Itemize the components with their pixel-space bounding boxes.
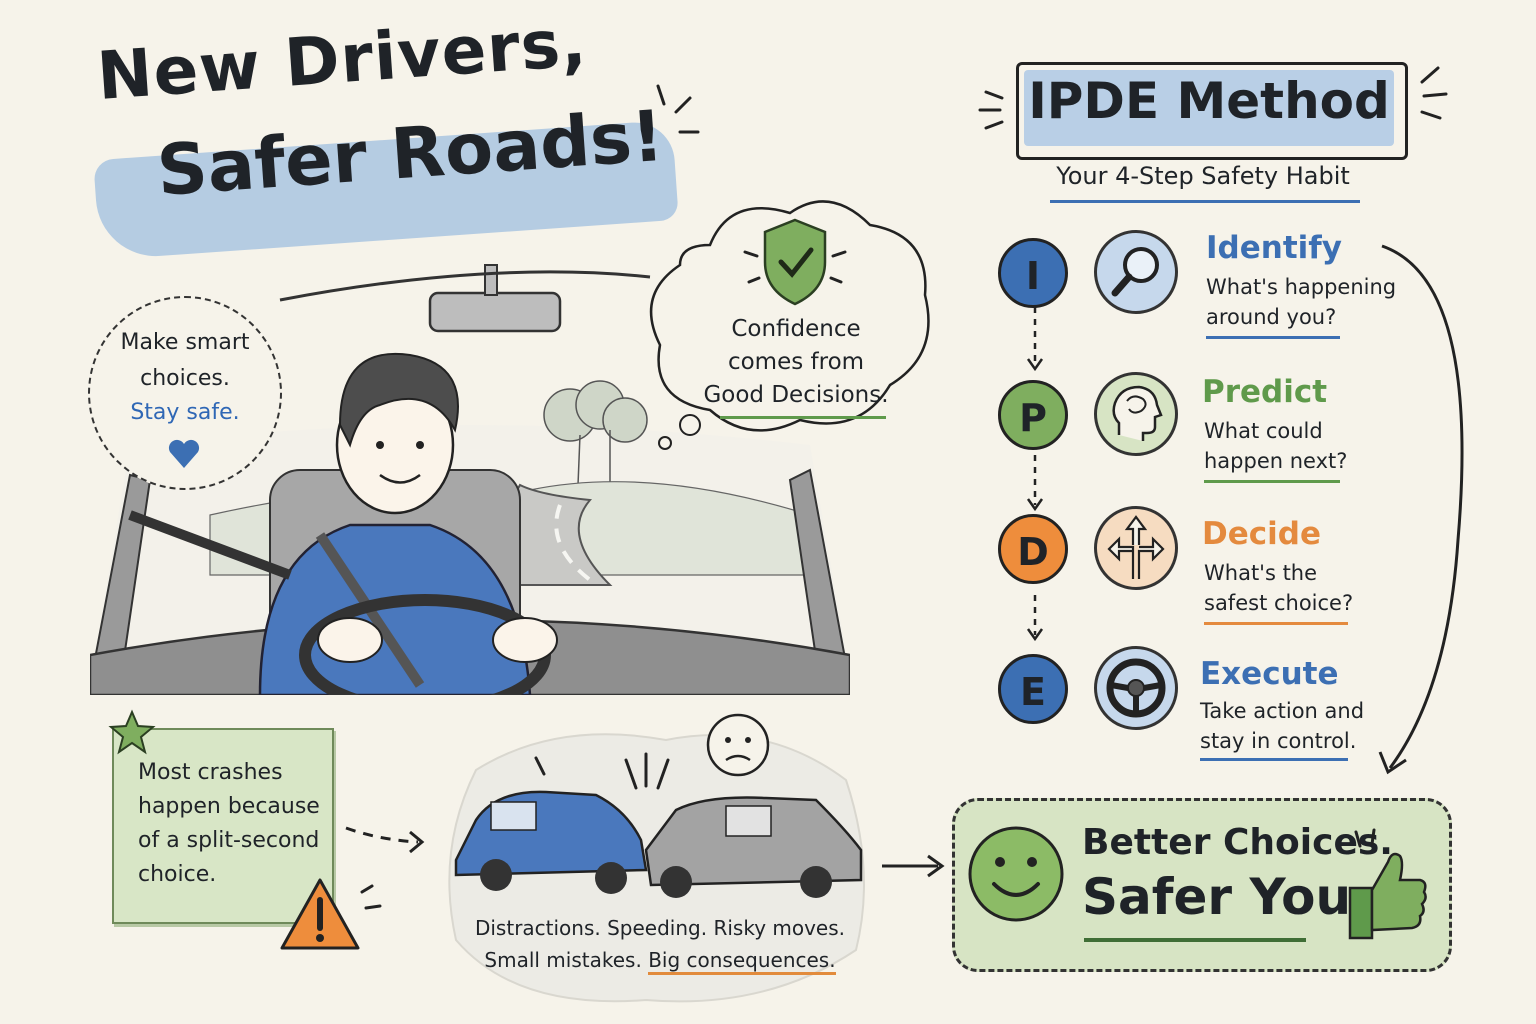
note-line-1: Most crashes [138,760,283,785]
shield-check-icon [743,218,847,306]
step-desc-predict-2: happen next? [1204,449,1348,473]
step-desc-execute-2: stay in control. [1200,729,1357,753]
step-desc-identify-2: around you? [1206,305,1337,329]
ipde-subtitle: Your 4-Step Safety Habit [1056,162,1350,190]
thumbs-up-icon [1348,828,1427,940]
crash-caption-emph: Big consequences. [648,948,836,975]
brain-head-icon [1112,385,1163,441]
cloud-line-1: Confidence [731,316,861,342]
cloud-line-3: Good Decisions. [703,382,889,408]
step-icon-predict [1094,372,1178,456]
result-underline [1084,938,1306,942]
step-icon-execute [1094,646,1178,730]
crash-caption-2: Small mistakes. Big consequences. [470,948,850,975]
tree-icon [543,380,648,486]
thought-cloud [649,200,930,450]
header-sparkle-right-icon [1420,66,1448,120]
step-letter-decide: D [998,514,1068,584]
step-letter-execute: E [998,654,1068,724]
step-desc-identify-1: What's happening [1206,275,1397,299]
cloud-line-2: comes from [727,349,865,375]
arrow-right-icon [882,854,945,878]
speech-bubble: Make smart choices. Stay safe. [88,296,282,490]
step-desc-execute-1: Take action and [1200,699,1365,723]
step-desc-predict-1: What could [1204,419,1323,443]
step-name-decide: Decide [1202,516,1321,552]
sticky-note: Most crashes happen because of a split-s… [112,728,334,924]
curved-arrow-icon [1378,244,1464,775]
star-icon [108,709,156,755]
step-underline-predict [1204,480,1340,483]
crash-scene [448,713,865,1003]
speech-line-2: choices. [140,366,230,391]
note-line-4: choice. [138,862,217,887]
dashed-arrow-icon [345,826,425,854]
note-line-2: happen because [138,794,320,819]
step-name-identify: Identify [1206,230,1342,266]
car-interior-scene [90,264,850,695]
title-sparkle-icon [656,84,700,134]
ipde-title: IPDE Method [1028,72,1390,130]
cloud-underline [720,416,886,419]
note-line-3: of a split-second [138,828,320,853]
split-arrows-icon [1107,515,1165,579]
step-connector [1026,307,1044,642]
crash-caption-1: Distractions. Speeding. Risky moves. [474,916,846,940]
title-line-1: New Drivers, [94,3,590,116]
step-letter-predict: P [998,380,1068,450]
crash-caption-plain: Small mistakes. [484,948,642,972]
warning-icon [280,878,382,950]
ipde-subtitle-underline [1050,200,1360,203]
step-name-execute: Execute [1200,656,1339,692]
step-desc-decide-2: safest choice? [1204,591,1354,615]
step-icon-identify [1094,230,1178,314]
steering-wheel-icon [1106,658,1166,718]
step-letter-identify: I [998,238,1068,308]
magnifier-icon [1111,247,1159,297]
result-line-1: Better Choices. [1082,822,1393,863]
step-underline-execute [1200,758,1348,761]
sad-face-icon [706,713,770,777]
result-line-2: Safer You. [1082,868,1371,926]
step-desc-decide-1: What's the [1204,561,1318,585]
speech-line-1: Make smart [120,330,250,355]
step-icon-decide [1094,506,1178,590]
speech-line-3: Stay safe. [130,400,240,425]
step-underline-decide [1204,622,1348,625]
smiley-icon [968,826,1064,922]
heart-icon [168,439,200,468]
step-underline-identify [1206,336,1340,339]
ipde-title-fill [1024,70,1394,146]
header-sparkle-left-icon [978,90,1004,130]
step-name-predict: Predict [1202,374,1328,410]
